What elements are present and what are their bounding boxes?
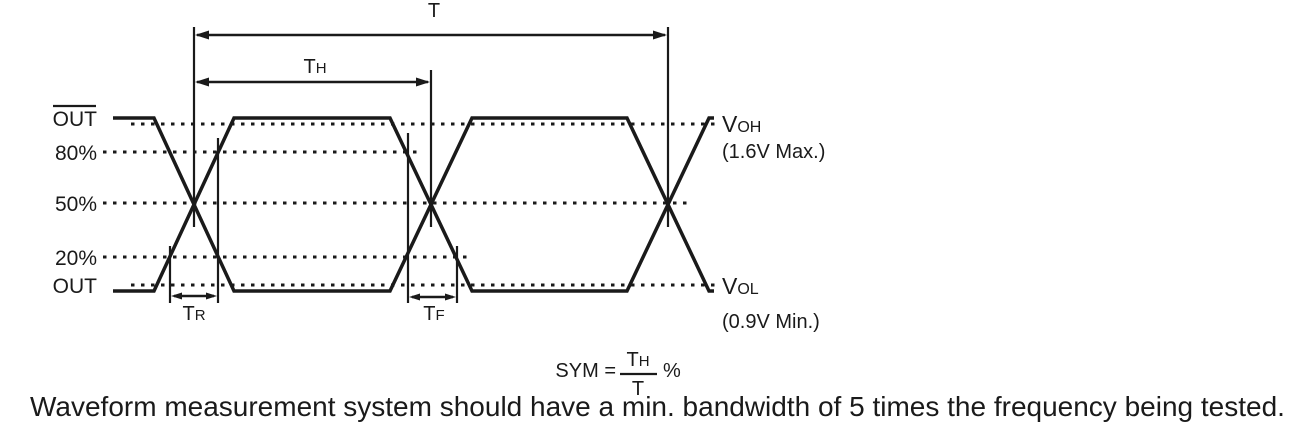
bandwidth-note: Waveform measurement system should have … — [30, 391, 1285, 422]
voh-value-label: (1.6V Max.) — [722, 141, 825, 163]
high-time-arrowhead-left — [195, 77, 209, 87]
rise-time-arrowhead-left — [171, 292, 182, 300]
high-time-label: TH — [303, 56, 326, 78]
voh-label: VOH — [722, 111, 761, 137]
fall-time-arrowhead-right — [445, 293, 456, 301]
fall-time-label: TF — [423, 303, 444, 325]
out-inverted-label: OUT — [53, 108, 98, 131]
out-label: OUT — [53, 275, 98, 298]
period-arrowhead-left — [195, 30, 209, 40]
formula-denominator: T — [632, 378, 644, 400]
formula-lhs: SYM = — [555, 360, 616, 382]
formula-percent: % — [663, 360, 681, 382]
fall-time-arrowhead-left — [409, 293, 420, 301]
level-20-label: 20% — [55, 247, 97, 270]
rise-time-arrowhead-right — [206, 292, 217, 300]
rise-time-label: TR — [182, 303, 205, 325]
formula-numerator: TH — [626, 349, 649, 371]
vol-value-label: (0.9V Min.) — [722, 311, 820, 333]
period-arrowhead-right — [653, 30, 667, 40]
high-time-arrowhead-right — [416, 77, 430, 87]
level-50-label: 50% — [55, 193, 97, 216]
level-80-label: 80% — [55, 142, 97, 165]
vol-label: VOL — [722, 273, 759, 299]
period-label: T — [428, 0, 440, 22]
